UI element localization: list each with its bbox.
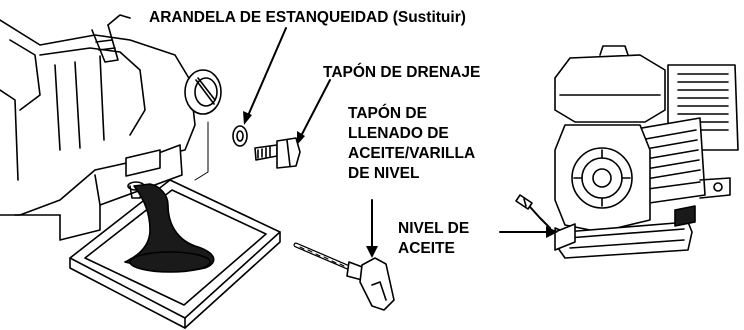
- sealing-washer: [232, 125, 248, 147]
- washer-label: ARANDELA DE ESTANQUEIDAD (Sustituir): [149, 9, 466, 26]
- leader-lines: [246, 27, 549, 249]
- fill-cap-label-line-1: TAPÓN DE: [348, 105, 427, 122]
- oil-dipstick: [293, 242, 395, 311]
- drain-plug: [254, 137, 301, 169]
- engine-right: [554, 45, 739, 259]
- fill-cap-label-line-4: DE NIVEL: [348, 165, 420, 182]
- oil-level-label-line-2: ACEITE: [398, 240, 455, 257]
- oil-stream: [124, 183, 215, 272]
- oil-level-label-line-1: NIVEL DE: [398, 220, 470, 237]
- oil-level-indicator: [515, 194, 576, 251]
- drain-plug-label: TAPÓN DE DRENAJE: [323, 64, 481, 81]
- oil-puddle: [129, 251, 211, 273]
- fill-cap-label-line-2: LLENADO DE: [348, 125, 449, 142]
- alignment-line: [194, 121, 209, 181]
- arrowheads: [243, 111, 558, 258]
- engine-block-left: [0, 14, 222, 241]
- fill-cap-label-line-3: ACEITE/VARILLA: [348, 145, 476, 162]
